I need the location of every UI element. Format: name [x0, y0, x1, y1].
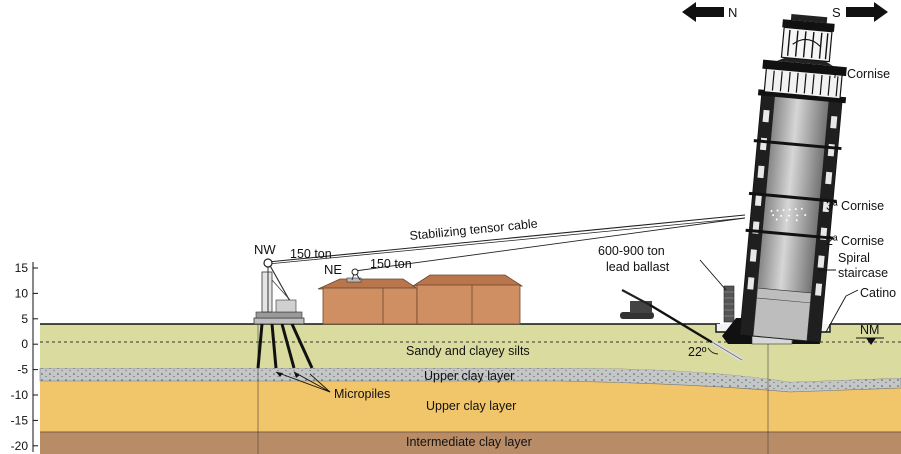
- axis-tick-label: 15: [15, 261, 29, 275]
- label-micropiles: Micropiles: [334, 387, 390, 401]
- label-ne-load: 150 ton: [370, 257, 412, 271]
- label-silts: Sandy and clayey silts: [406, 344, 530, 358]
- label-nw-load: 150 ton: [290, 247, 332, 261]
- upper-clay-layer: [40, 379, 901, 432]
- leaning-tower: [739, 13, 847, 343]
- leader-lines: [818, 269, 859, 333]
- axis-tick-label: 10: [15, 286, 29, 300]
- building-roof-left: [317, 278, 420, 290]
- axis-tick-label: -5: [17, 363, 28, 377]
- label-spiral-1: Spiral: [838, 251, 870, 265]
- lead-ballast: [699, 259, 735, 323]
- label-catino: Catino: [860, 286, 896, 300]
- micropiles: [256, 323, 331, 393]
- cable-nw-lower: [267, 217, 746, 265]
- soil-layers: [39, 323, 901, 454]
- label-south: S: [832, 5, 841, 20]
- buildings: [317, 274, 524, 325]
- cable-nw: [267, 214, 746, 263]
- label-angle: 22º: [688, 345, 707, 359]
- nm-marker: [856, 337, 884, 345]
- label-north: N: [728, 5, 737, 20]
- tensor-cables: [267, 214, 746, 272]
- label-ballast-1: 600-900 ton: [598, 244, 665, 258]
- nw-anchor-rig: [253, 258, 305, 325]
- drilling-rig: [620, 289, 744, 362]
- building-left: [322, 287, 418, 325]
- axis-tick-label: -20: [11, 439, 29, 453]
- label-spiral-2: staircase: [838, 266, 888, 280]
- label-upper-clay: Upper clay layer: [426, 399, 516, 413]
- arrow-right-icon: [846, 2, 888, 22]
- label-cable: Stabilizing tensor cable: [409, 217, 538, 243]
- arrow-left-icon: [682, 2, 724, 22]
- axis-tick-label: -15: [11, 413, 29, 427]
- label-intermediate: Intermediate clay layer: [406, 435, 532, 449]
- building-roof-right: [411, 274, 524, 287]
- label-ballast-2: lead ballast: [606, 260, 670, 274]
- label-ne: NE: [324, 262, 342, 277]
- axis-tick-label: 5: [21, 312, 28, 326]
- intermediate-clay-layer: [40, 430, 901, 454]
- label-cornise-7: 7ª Cornise: [832, 67, 890, 81]
- ne-anchor-rig: [346, 268, 362, 283]
- axis-tick-label: -10: [11, 388, 29, 402]
- label-upper-clay-thin: Upper clay layer: [424, 369, 514, 383]
- depth-axis: 15 10 5 0 -5 -10 -15 -20: [11, 261, 38, 453]
- label-cornise-2: 2ª Cornise: [826, 234, 884, 248]
- label-cornise-3: 3ª Cornise: [826, 199, 884, 213]
- building-right: [416, 284, 521, 325]
- label-nw: NW: [254, 242, 276, 257]
- direction-arrows: [682, 2, 888, 22]
- label-nm: NM: [860, 323, 879, 337]
- silts-layer: [40, 324, 901, 382]
- axis-tick-label: 0: [21, 337, 28, 351]
- cable-ne: [354, 217, 746, 272]
